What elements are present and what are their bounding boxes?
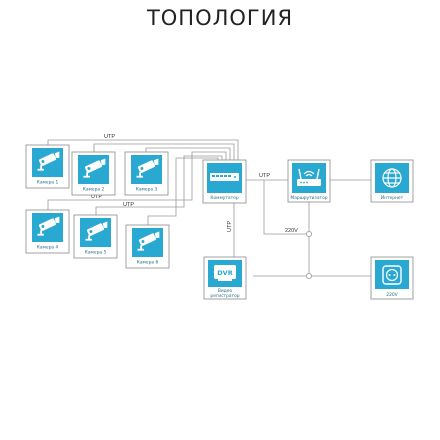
power-outlet-icon <box>382 265 402 285</box>
camera-3-label: Камера 3 <box>136 187 158 193</box>
camera-3: Камера 3 <box>124 151 169 196</box>
camera-2: Камера 2 <box>71 151 116 196</box>
wire-switch-power <box>263 180 309 235</box>
router-label: Маршрутизатор <box>290 195 327 201</box>
switch-device: Коммутатор <box>202 159 247 204</box>
camera-4: Камера 4 <box>25 209 70 254</box>
wire-camera-5 <box>95 155 223 215</box>
camera-1-label: Камера 1 <box>37 180 59 186</box>
junction-power-1 <box>305 230 312 237</box>
wire-camera-3 <box>145 147 231 160</box>
outlet-label: 220V <box>386 292 397 298</box>
junctions <box>305 230 312 279</box>
wire-label-utp-top: UTP <box>104 134 115 140</box>
dvr-badge: DVR <box>217 269 232 277</box>
dvr-device: DVR Видео регистратор <box>203 256 247 300</box>
camera-2-label: Камера 2 <box>83 187 105 193</box>
camera-5-label: Камера 5 <box>85 250 107 256</box>
dvr-icon: DVR <box>214 265 236 281</box>
wires <box>47 139 372 277</box>
internet-device: Интернет <box>370 159 414 203</box>
camera-5: Камера 5 <box>73 214 118 259</box>
wifi-router-icon <box>297 168 321 186</box>
wire-label-utp-vertical: UTP <box>227 221 233 232</box>
wire-camera-1 <box>47 139 239 160</box>
camera-6: Камера 6 <box>125 224 170 269</box>
wire-camera-6 <box>147 157 219 225</box>
camera-1: Камера 1 <box>25 144 70 189</box>
wire-camera-2 <box>93 143 235 160</box>
outlet-device: 220V <box>370 256 414 300</box>
camera-4-label: Камера 4 <box>37 245 59 251</box>
dvr-label-line2: регистратор <box>210 294 239 299</box>
wire-label-utp-mid: UTP <box>91 194 102 200</box>
dvr-label-line1: Видео <box>218 288 233 294</box>
camera-6-label: Камера 6 <box>137 260 159 266</box>
page-title: ТОПОЛОГИЯ <box>146 6 294 30</box>
router-device: Маршрутизатор <box>287 159 331 203</box>
network-switch-icon <box>210 173 239 181</box>
globe-icon <box>382 168 402 188</box>
switch-label: Коммутатор <box>210 195 239 201</box>
wire-label-power: 220V <box>285 228 298 234</box>
wire-camera-4 <box>47 151 227 210</box>
junction-power-2 <box>305 272 312 279</box>
wire-label-utp-bottom: UTP <box>123 202 134 208</box>
wire-label-utp-switch-router: UTP <box>259 173 270 179</box>
internet-label: Интернет <box>381 195 404 201</box>
